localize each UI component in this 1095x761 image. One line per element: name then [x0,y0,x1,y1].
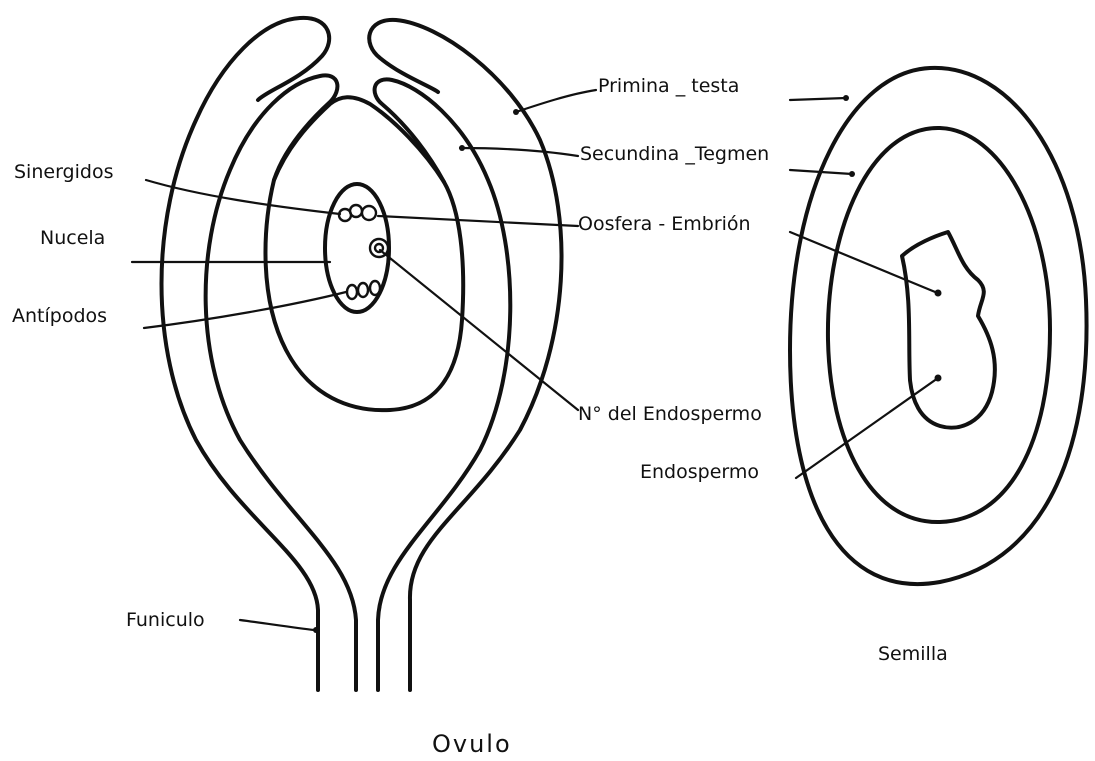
seed-drawing [790,68,1087,584]
leader-oosfera [378,216,578,226]
arrowhead-embrion [935,290,942,297]
testa-outline [790,68,1087,584]
leader-antipodos [144,292,346,328]
oosfera-cell [362,206,376,220]
nucela-outline [265,97,463,410]
endosperm-outline [902,232,995,428]
antipodo-cell-1 [347,285,357,299]
leader-testa [790,98,846,100]
arrowhead-endospermo [935,375,942,382]
label-nucela: Nucela [40,227,105,249]
arrowhead-secundina [459,145,465,151]
label-ovulo: Ovulo [432,730,512,756]
label-semilla: Semilla [878,643,948,665]
antipodo-cell-3 [370,281,380,295]
label-nucleo-endospermo: N° del Endospermo [578,403,762,425]
leader-endosperm-nucleus [380,250,578,410]
leader-endospermo [796,378,938,478]
label-funiculo: Funiculo [126,609,205,631]
tegmen-outline [828,128,1050,522]
label-sinergidos: Sinergidos [14,161,113,183]
antipodo-cell-2 [358,283,368,297]
leader-lines [132,90,942,630]
label-secundina-tegmen: Secundina _Tegmen [580,143,769,165]
primina-left-outline [162,18,330,690]
arrowhead-primina [513,109,519,115]
label-primina-testa: Primina _ testa [598,75,739,97]
labels: Sinergidos Nucela Antípodos Primina _ te… [12,75,948,756]
sinergido-cell-2 [350,205,362,217]
arrowhead-tegmen [849,171,855,177]
label-oosfera-embrion: Oosfera - Embrión [578,213,751,235]
label-endospermo: Endospermo [640,461,759,483]
leader-funiculo [240,620,314,630]
ovule-drawing [162,18,562,690]
arrowhead-testa [843,95,849,101]
label-antipodos: Antípodos [12,305,107,327]
leader-embrion [790,232,940,294]
leader-primina [516,90,596,112]
